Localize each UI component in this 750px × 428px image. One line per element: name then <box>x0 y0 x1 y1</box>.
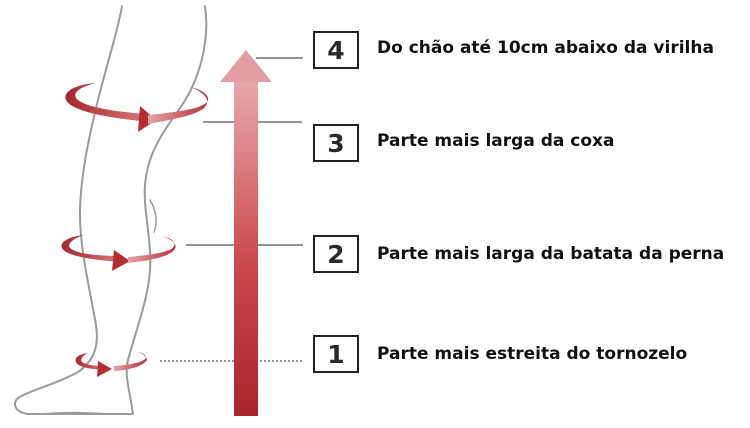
step-2-number: 2 <box>313 235 359 273</box>
circumference-arrow-icon <box>61 83 209 377</box>
step-1-number: 1 <box>313 335 359 373</box>
step-1-label: Parte mais estreita do tornozelo <box>377 344 688 364</box>
vertical-arrow-icon <box>220 50 272 416</box>
leg-outline-icon <box>14 5 208 415</box>
step-4-label: Do chão até 10cm abaixo da virilha <box>377 38 714 58</box>
step-3-label: Parte mais larga da coxa <box>377 131 615 151</box>
step-4-number: 4 <box>313 31 359 69</box>
step-3-number: 3 <box>313 124 359 162</box>
step-2-label: Parte mais larga da batata da perna <box>377 244 725 264</box>
leader-lines <box>160 57 303 362</box>
